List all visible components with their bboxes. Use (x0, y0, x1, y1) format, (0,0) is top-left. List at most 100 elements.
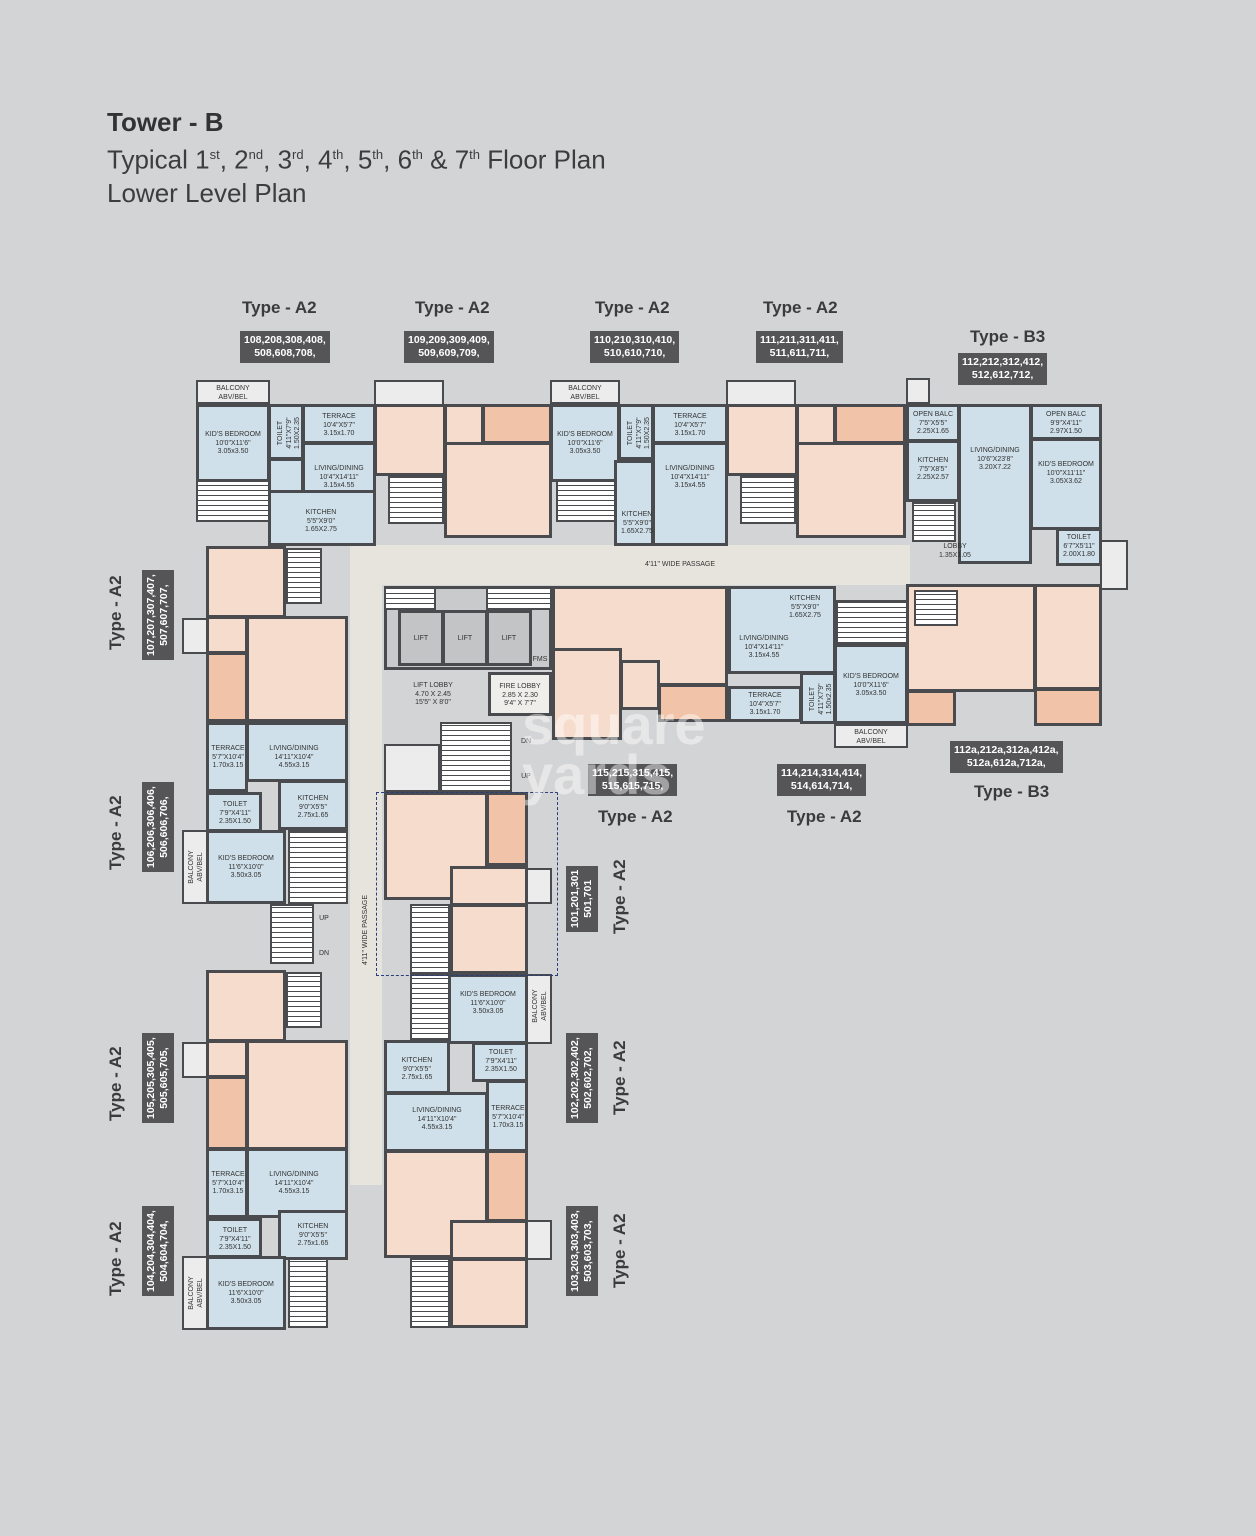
toilet-104: TOILET 7'9"X4'11" 2.35X1.50 (206, 1218, 262, 1258)
bedroom-105 (206, 970, 286, 1042)
type-label-106: Type - A2 (106, 795, 125, 870)
tower-title: Tower - B (107, 107, 224, 137)
kitchen-106: KITCHEN 9'0"X5'5" 2.75x1.65 (278, 780, 348, 830)
stair-110 (556, 480, 616, 522)
kitchen-108b: KITCHEN 5'5"X9'0" 1.65X2.75 (268, 490, 376, 546)
terrace-104: TERRACE 5'7"X10'4" 1.70x3.15 (206, 1148, 248, 1218)
living-102: LIVING/DINING 14'11"X10'4" 4.55x3.15 (384, 1092, 488, 1152)
lift-1: LIFT (398, 610, 444, 666)
unit-box-111: 111,211,311,411, 511,611,711, (756, 331, 843, 363)
balcony-106: BALCONY ABV/BEL (182, 830, 208, 904)
bedroom-109 (374, 404, 446, 476)
lift-2: LIFT (442, 610, 488, 666)
page-title: Tower - B Typical 1st, 2nd, 3rd, 4th, 5t… (107, 106, 606, 210)
passage-label-h: 4'11" WIDE PASSAGE (644, 561, 716, 568)
type-label-103: Type - A2 (610, 1213, 629, 1288)
type-label-110: Type - A2 (595, 298, 670, 317)
kids-bedroom-114: KID'S BEDROOM 10'0"X11'6" 3.05x3.50 (834, 644, 908, 724)
terrace-105 (206, 1076, 248, 1150)
duct-107 (182, 618, 208, 654)
kitchen-112: KITCHEN 7'5"X8'5" 2.25X2.57 (906, 440, 960, 502)
living-109 (444, 442, 552, 538)
stair-103 (410, 1258, 450, 1328)
unit-box-106: 106,206,306,406, 506,606,706, (142, 782, 174, 872)
type-label-102: Type - A2 (610, 1040, 629, 1115)
terrace-111 (834, 404, 906, 444)
unit-box-110: 110,210,310,410, 510,610,710, (590, 331, 680, 363)
stair-core-3 (440, 722, 512, 792)
floor-title: Typical 1st, 2nd, 3rd, 4th, 5th, 6th & 7… (107, 144, 606, 175)
living-101 (384, 792, 488, 900)
type-label-107: Type - A2 (106, 575, 125, 650)
ordinal-suffix: th (412, 147, 423, 162)
living-104: LIVING/DINING 14'11"X10'4" 4.55x3.15 (246, 1148, 348, 1218)
kids-bedroom-104: KID'S BEDROOM 11'6"X10'0" 3.50x3.05 (206, 1256, 286, 1330)
unit-box-107: 107,207,307,407, 507,607,707, (142, 570, 174, 660)
unit-box-112: 112,212,312,412, 512,612,712, (958, 353, 1048, 385)
type-label-109: Type - A2 (415, 298, 490, 317)
unit-box-109: 109,209,309,409, 509,609,709, (404, 331, 494, 363)
kids-bedroom-112: KID'S BEDROOM 10'0"X11'11" 3.05X3.62 (1030, 438, 1102, 530)
unit-box-101: 101,201,301 501,701 (566, 865, 598, 932)
type-label-111: Type - A2 (763, 298, 838, 317)
stair-102 (410, 974, 450, 1040)
bedroom-101 (450, 904, 528, 974)
unit-box-103: 103,203,303,403, 503,603,703, (566, 1206, 598, 1296)
unit-box-102: 102,202,302,402, 502,602,702, (566, 1033, 598, 1123)
terrace-110: TERRACE 10'4"X5'7" 3.15x1.70 (652, 404, 728, 444)
toilet-103 (450, 1220, 528, 1260)
stair-core-1 (384, 586, 436, 610)
toilet-110: TOILET 4'11"X7'9" 1.50X2.35 (618, 404, 654, 460)
terrace-107 (206, 652, 248, 722)
living-111 (796, 442, 906, 538)
living-107 (246, 616, 348, 722)
balcony-110: BALCONY ABV/BEL (550, 380, 620, 404)
stair-114 (836, 600, 908, 644)
stair-108 (196, 480, 270, 522)
stair-104 (288, 1258, 328, 1328)
type-label-112a: Type - B3 (974, 782, 1050, 801)
kids-bedroom-102: KID'S BEDROOM 11'6"X10'0" 3.50x3.05 (448, 974, 528, 1044)
type-label-114: Type - A2 (787, 807, 862, 826)
duct-111 (726, 380, 796, 406)
unit-box-115: 115,215,315,415, 515,615,715, (588, 764, 678, 796)
duct-109 (374, 380, 444, 406)
bedroom-107 (206, 546, 286, 618)
living-106: LIVING/DINING 14'11"X10'4" 4.55x3.15 (246, 722, 348, 782)
shaft-core (384, 744, 440, 792)
stair-106 (288, 830, 348, 904)
stair-mid-left (270, 904, 314, 964)
kitchen-104: KITCHEN 9'0"X5'5" 2.75x1.65 (278, 1210, 348, 1260)
kitchen-102: KITCHEN 9'0"X5'5" 2.75x1.65 (384, 1040, 450, 1094)
duct-105 (182, 1042, 208, 1078)
ordinal-suffix: nd (248, 147, 264, 162)
ordinal-suffix: th (372, 147, 384, 162)
living-105 (246, 1040, 348, 1150)
duct-112b (1100, 540, 1128, 590)
balcony-112a (1034, 688, 1102, 726)
toilet-107 (206, 616, 248, 654)
open-balc-112b: OPEN BALC 9'9"X4'11" 2.97X1.50 (1030, 404, 1102, 440)
terrace-115 (658, 684, 728, 722)
bedroom-112a (1034, 584, 1102, 690)
kids-bedroom-110: KID'S BEDROOM 10'0"X11'6" 3.05x3.50 (550, 404, 620, 482)
kitchen-110: KITCHEN 5'5"X9'0" 1.65X2.75 (614, 460, 654, 546)
dn-label: DN (318, 950, 330, 957)
corridor-horizontal (350, 545, 910, 585)
toilet-106: TOILET 7'9"X4'11" 2.35X1.50 (206, 792, 262, 832)
ordinal-suffix: th (332, 147, 344, 162)
stair-112a (914, 590, 958, 626)
terrace-103 (486, 1150, 528, 1222)
bedroom-111 (726, 404, 798, 476)
stair-109 (388, 476, 444, 524)
toilet-108: TOILET 4'11"X7'9" 1.50X2.35 (268, 404, 304, 460)
balcony-102: BALCONY ABV/BEL (526, 974, 552, 1044)
stair-101 (410, 904, 450, 974)
lobby-112: LOBBY 1.35X1.05 (939, 543, 971, 559)
bedroom-103 (450, 1258, 528, 1328)
ordinal-suffix: st (209, 147, 220, 162)
unit-box-105: 105,205,305,405, 505,605,705, (142, 1033, 174, 1123)
type-label-115: Type - A2 (598, 807, 673, 826)
kids-bedroom-108: KID'S BEDROOM 10'0"X11'6" 3.05x3.50 (196, 404, 270, 482)
duct-103 (526, 1220, 552, 1260)
